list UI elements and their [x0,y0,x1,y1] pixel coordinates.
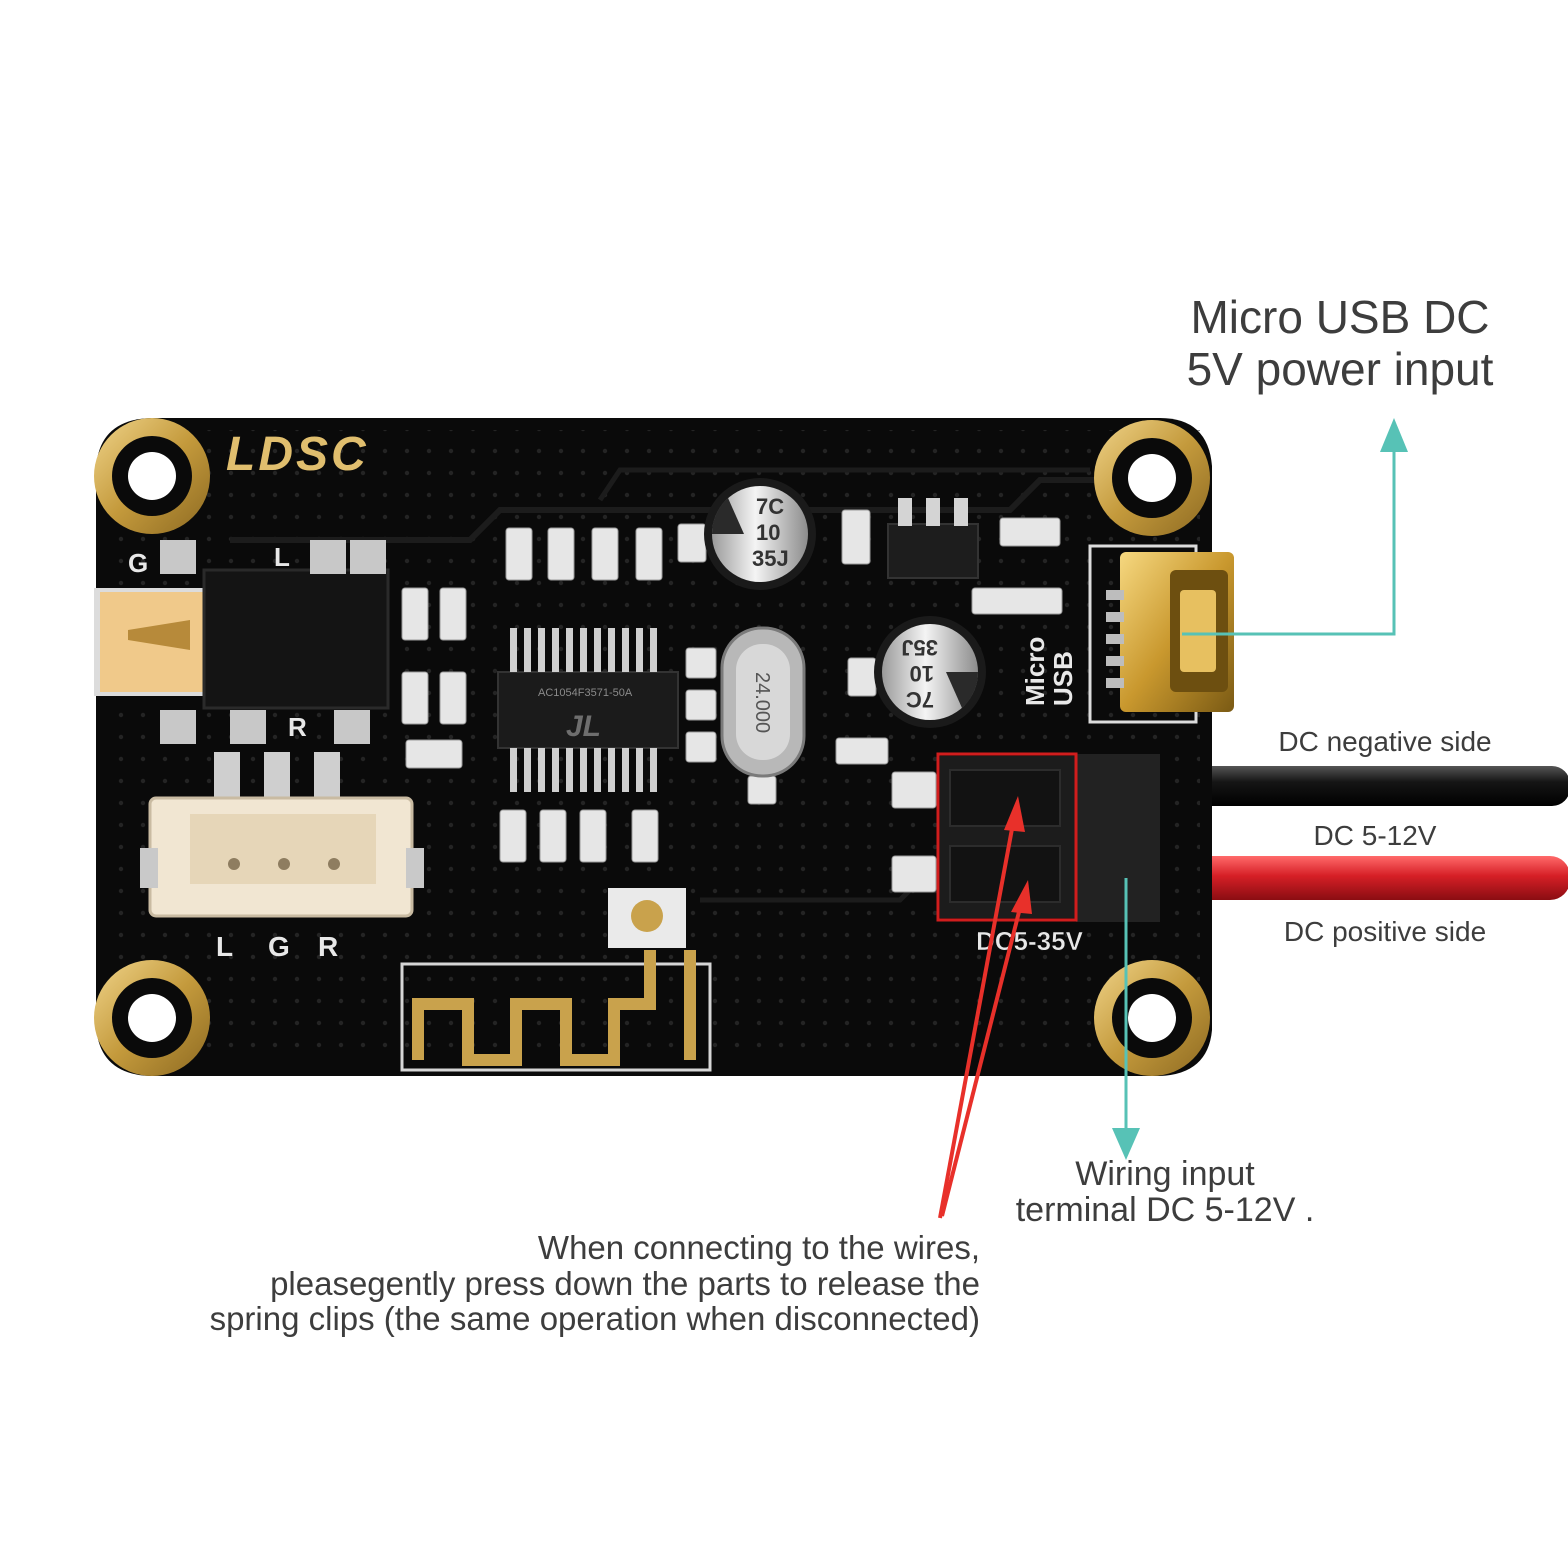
highlight-box [936,752,1078,922]
dc-negative-annotation: DC negative side [1278,726,1492,757]
audio-jack [94,540,390,744]
chip-part-number: AC1054F3571-50A [538,687,633,699]
red-wire [1150,856,1568,900]
main-ic-chip [497,628,679,792]
silk-jack-ground: G [128,548,148,578]
electrolytic-capacitor-top [704,478,816,590]
silk-right-channel: R [318,931,338,962]
teal-arrow-terminal [1112,878,1140,1160]
black-wire [1150,766,1568,806]
mounting-holes [94,418,1210,1076]
release-instruction-annotation: When connecting to the wires, pleasegent… [209,1229,980,1338]
wires [1150,766,1568,900]
mounting-hole-top-right [1094,420,1210,536]
silk-ground: G [268,931,290,962]
electrolytic-capacitor-bottom [874,616,986,728]
micro-usb-port [1088,544,1234,724]
smd-components [401,509,1063,893]
silk-micro-usb: MicroUSB [1020,637,1078,706]
chip-logo: JL [566,710,601,743]
silk-micro-usb-line: USB [1048,651,1078,706]
teal-arrow-usb [1182,418,1408,636]
mounting-hole-top-left [94,418,210,534]
teal-arrow-head-down [1112,1128,1140,1160]
mounting-hole-bottom-left [94,960,210,1076]
capacitor-top-marking: 7C 10 35J [752,494,789,571]
dc-positive-annotation: DC positive side [1283,916,1487,947]
silk-left-channel: L [216,931,233,962]
red-arrow-lower [940,899,1024,1217]
cap-bottom-line3: 35J [901,635,938,660]
crystal-oscillator [720,626,806,778]
voltage-regulator [887,498,979,579]
cap-top-line2: 10 [756,520,780,545]
capacitor-bottom-marking: 7C 10 35J [901,635,938,712]
board-logo: LDSC [226,428,369,481]
jst-connector [140,752,424,918]
red-arrow-group [938,796,1032,1219]
red-arrow-head-lower [1011,880,1032,914]
cap-top-line1: 7C [756,494,784,519]
cap-bottom-line2: 10 [910,661,934,686]
pcb-antenna [400,888,712,1072]
usb-power-annotation: Micro USB DC 5V power input [1186,291,1494,395]
silk-jack-right: R [288,712,307,742]
silk-micro-usb-line: Micro [1020,637,1050,706]
mounting-hole-bottom-right [1094,960,1210,1076]
silk-micro-usb-line1: MicroUSB [1020,637,1078,706]
cap-top-line3: 35J [752,546,789,571]
crystal-marking: 24.000 [751,672,773,733]
teal-arrow-head-up [1380,418,1408,452]
red-arrow-head-upper [1004,796,1025,832]
red-arrow-upper [938,817,1016,1219]
cap-bottom-line1: 7C [906,687,934,712]
silk-jack-left: L [274,542,290,572]
dc-voltage-annotation: DC 5-12V [1313,820,1437,851]
wiring-terminal-annotation: Wiring input terminal DC 5-12V . [1015,1155,1315,1230]
